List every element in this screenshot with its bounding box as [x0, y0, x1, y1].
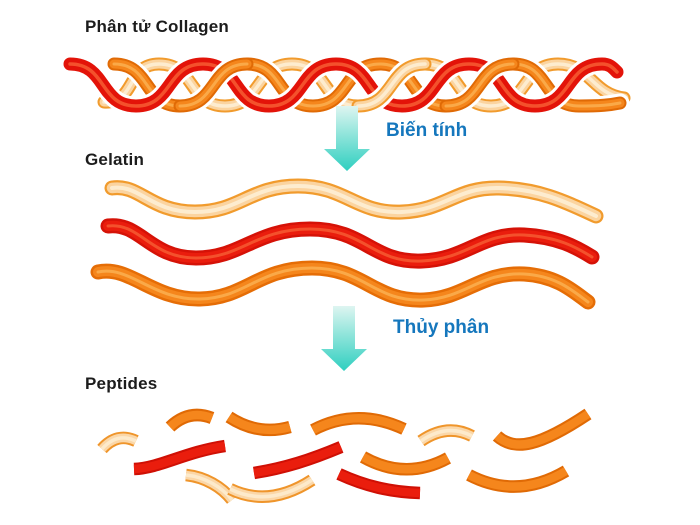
collagen-helix: [60, 54, 634, 116]
peptide-fragment-red: [133, 439, 226, 476]
denaturation-label: Biến tính: [386, 120, 468, 141]
peptide-fragment-orange: [492, 408, 592, 451]
gelatin-strand-orange: [90, 260, 596, 310]
collagen-weave-overlay-orange-1: [173, 54, 254, 116]
peptide-fragments: [97, 408, 592, 505]
collagen-weave-overlay-orange-2: [439, 54, 520, 116]
peptide-fragment-cream: [227, 474, 316, 503]
peptide-fragment-red: [253, 441, 344, 480]
peptide-fragment-cream: [417, 424, 475, 447]
peptide-fragment-orange: [165, 408, 215, 432]
collagen-weave-overlay-cream: [351, 54, 432, 116]
peptide-fragment-red: [336, 468, 421, 500]
peptide-fragment-cream: [97, 431, 139, 454]
collagen-label: Phân tử Collagen: [85, 17, 229, 36]
gelatin-strand-cream: [104, 178, 604, 224]
hydrolysis-arrow-icon: [321, 306, 367, 371]
peptide-fragment-orange: [359, 451, 451, 476]
peptide-fragment-orange: [225, 411, 292, 437]
peptide-fragment-orange: [466, 465, 570, 493]
collagen-strand-red: [60, 54, 627, 116]
hydrolysis-label: Thủy phân: [393, 317, 490, 338]
denaturation-arrow-icon: [324, 106, 370, 171]
peptide-fragment-cream: [185, 468, 237, 505]
gelatin-strands: [90, 178, 604, 310]
peptides-label: Peptides: [85, 374, 158, 393]
gelatin-strand-red: [100, 218, 600, 269]
gelatin-label: Gelatin: [85, 150, 145, 169]
peptide-fragment-orange: [310, 412, 407, 436]
